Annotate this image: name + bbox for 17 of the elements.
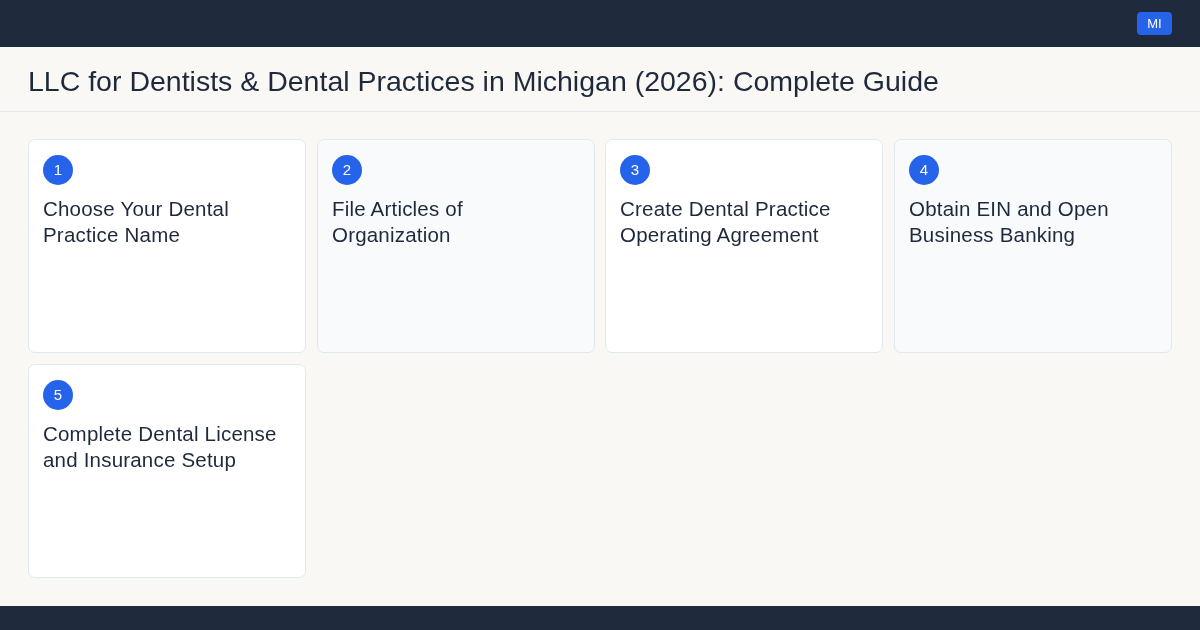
step-number: 4 xyxy=(909,155,939,185)
step-card xyxy=(894,139,1172,353)
step-number: 3 xyxy=(620,155,650,185)
step-number: 5 xyxy=(43,380,73,410)
page-title: LLC for Dentists & Dental Practices in Michigan (2026): Complete Guide xyxy=(28,64,939,98)
step-heading: File Articles of Organization xyxy=(332,196,464,248)
step-heading: Obtain EIN and Open Business Banking xyxy=(909,196,1110,248)
state-tag: MI xyxy=(1137,12,1172,35)
step-card xyxy=(28,139,306,353)
step-heading: Choose Your Dental Practice Name xyxy=(43,196,230,248)
step-heading: Create Dental Practice Operating Agreement xyxy=(620,196,832,248)
step-card xyxy=(317,139,595,353)
step-number: 1 xyxy=(43,155,73,185)
step-card xyxy=(28,364,306,578)
step-number: 2 xyxy=(332,155,362,185)
step-heading: Complete Dental License and Insurance Setup xyxy=(43,421,278,473)
step-card xyxy=(605,139,883,353)
